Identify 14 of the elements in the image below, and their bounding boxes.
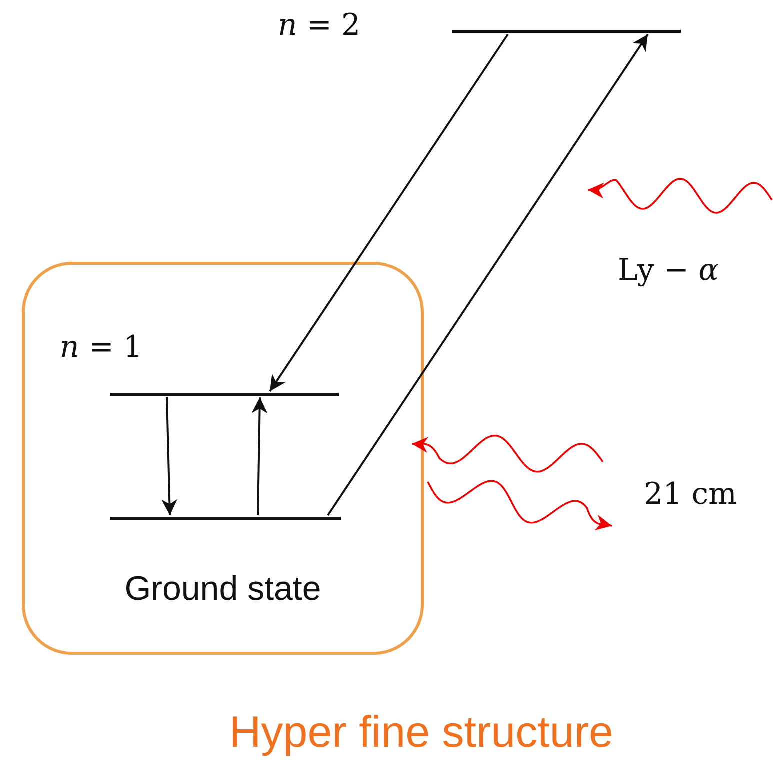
- transition-arrow: [269, 34, 509, 392]
- transition-arrow: [252, 397, 268, 516]
- wavelength-label: 21 cm: [644, 477, 737, 512]
- transition-arrow: [162, 397, 178, 516]
- energy-level-line: [452, 30, 681, 33]
- energy-level-line: [110, 393, 339, 396]
- state-label: Ground state: [124, 570, 322, 609]
- energy-level-line: [110, 517, 341, 520]
- level-label: n = 1: [60, 330, 143, 365]
- caption: Hyper fine structure: [228, 708, 614, 758]
- line-label: Ly − α: [618, 253, 719, 288]
- rounded-box: [22, 262, 424, 655]
- transition-arrow: [327, 34, 649, 516]
- level-label: n = 2: [278, 8, 361, 43]
